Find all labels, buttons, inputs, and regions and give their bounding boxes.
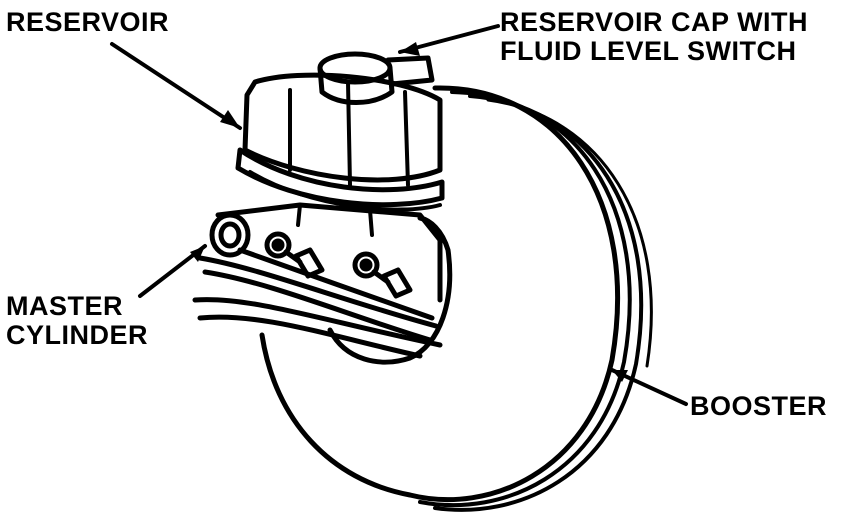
- arrowhead-reservoir-cap: [400, 42, 420, 56]
- leader-reservoir: [110, 42, 242, 130]
- arrowhead-master-cylinder: [190, 246, 205, 262]
- reservoir-label-text: RESERVOIR: [6, 7, 170, 37]
- master-cylinder-drawing: [192, 202, 443, 359]
- reservoir-drawing: [235, 51, 445, 212]
- arrowheads: [190, 42, 628, 382]
- booster-label: BOOSTER: [690, 392, 827, 421]
- reservoir-cap-label-line-2: FLUID LEVEL SWITCH: [500, 36, 797, 66]
- reservoir-label: RESERVOIR: [6, 8, 169, 37]
- arrowhead-reservoir: [220, 110, 240, 128]
- reservoir-cap-label: RESERVOIR CAP WITH FLUID LEVEL SWITCH: [500, 8, 808, 66]
- booster-drawing: [259, 85, 653, 512]
- master-cylinder-label: MASTER CYLINDER: [6, 292, 148, 350]
- reservoir-cap-label-line-1: RESERVOIR CAP WITH: [500, 7, 809, 37]
- master-cylinder-label-line-2: CYLINDER: [6, 320, 149, 350]
- master-cylinder-label-line-1: MASTER: [6, 291, 123, 321]
- arrowhead-booster: [612, 370, 628, 382]
- booster-label-text: BOOSTER: [690, 391, 828, 421]
